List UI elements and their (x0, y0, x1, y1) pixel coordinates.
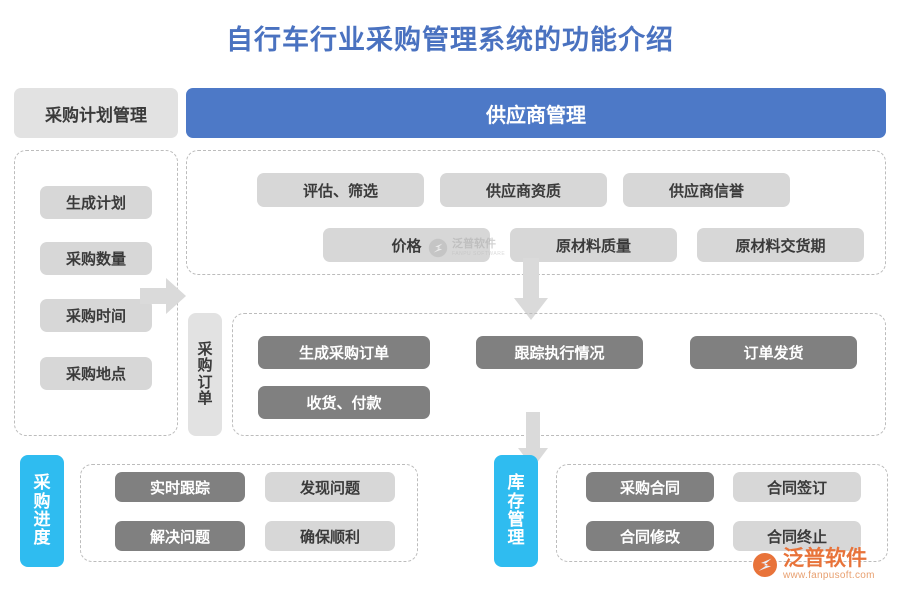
inventory-panel-side-label: 库存管理 (494, 455, 538, 567)
purchase-progress-panel (80, 464, 418, 562)
order-item-order-shipment[interactable]: 订单发货 (690, 336, 857, 369)
progress-item-realtime-tracking[interactable]: 实时跟踪 (115, 472, 245, 502)
supplier-item-material-delivery-time[interactable]: 原材料交货期 (697, 228, 864, 262)
inventory-item-contract-signing[interactable]: 合同签订 (733, 472, 861, 502)
brand-logo: 泛普软件 www.fanpusoft.com (752, 548, 875, 581)
progress-item-discover-issues[interactable]: 发现问题 (265, 472, 395, 502)
header-supplier-management[interactable]: 供应商管理 (186, 88, 886, 138)
order-item-receive-and-pay[interactable]: 收货、付款 (258, 386, 430, 419)
supplier-item-material-quality[interactable]: 原材料质量 (510, 228, 677, 262)
order-item-generate-purchase-order[interactable]: 生成采购订单 (258, 336, 430, 369)
progress-item-solve-issues[interactable]: 解决问题 (115, 521, 245, 551)
arrow-down-icon-order-to-inventory (518, 412, 548, 468)
brand-logo-icon (753, 552, 777, 577)
plan-item-generate-plan[interactable]: 生成计划 (40, 186, 152, 219)
progress-panel-side-label: 采购进度 (20, 455, 64, 567)
purchase-order-panel (232, 313, 886, 436)
brand-url: www.fanpusoft.com (783, 570, 875, 581)
supplier-item-reputation[interactable]: 供应商信誉 (623, 173, 790, 207)
supplier-item-qualification[interactable]: 供应商资质 (440, 173, 607, 207)
inventory-management-panel (556, 464, 888, 562)
supplier-item-evaluate-screen[interactable]: 评估、筛选 (257, 173, 424, 207)
progress-panel-side-label-text: 采购进度 (33, 473, 51, 548)
inventory-item-contract-termination[interactable]: 合同终止 (733, 521, 861, 551)
page-title: 自行车行业采购管理系统的功能介绍 (226, 25, 674, 55)
order-panel-side-label-text: 采购订单 (197, 341, 213, 407)
plan-item-purchase-quantity[interactable]: 采购数量 (40, 242, 152, 275)
inventory-item-contract-modification[interactable]: 合同修改 (586, 521, 714, 551)
order-panel-side-label: 采购订单 (188, 313, 222, 436)
brand-name: 泛普软件 (783, 547, 867, 570)
progress-item-ensure-smooth[interactable]: 确保顺利 (265, 521, 395, 551)
order-item-track-execution[interactable]: 跟踪执行情况 (476, 336, 643, 369)
plan-item-purchase-location[interactable]: 采购地点 (40, 357, 152, 390)
header-purchase-plan-management[interactable]: 采购计划管理 (14, 88, 178, 138)
arrow-down-icon-supplier-to-order (514, 258, 548, 320)
supplier-item-price[interactable]: 价格 (323, 228, 490, 262)
arrow-right-icon (140, 278, 186, 314)
inventory-item-purchase-contract[interactable]: 采购合同 (586, 472, 714, 502)
plan-item-purchase-time[interactable]: 采购时间 (40, 299, 152, 332)
inventory-panel-side-label-text: 库存管理 (507, 473, 525, 548)
